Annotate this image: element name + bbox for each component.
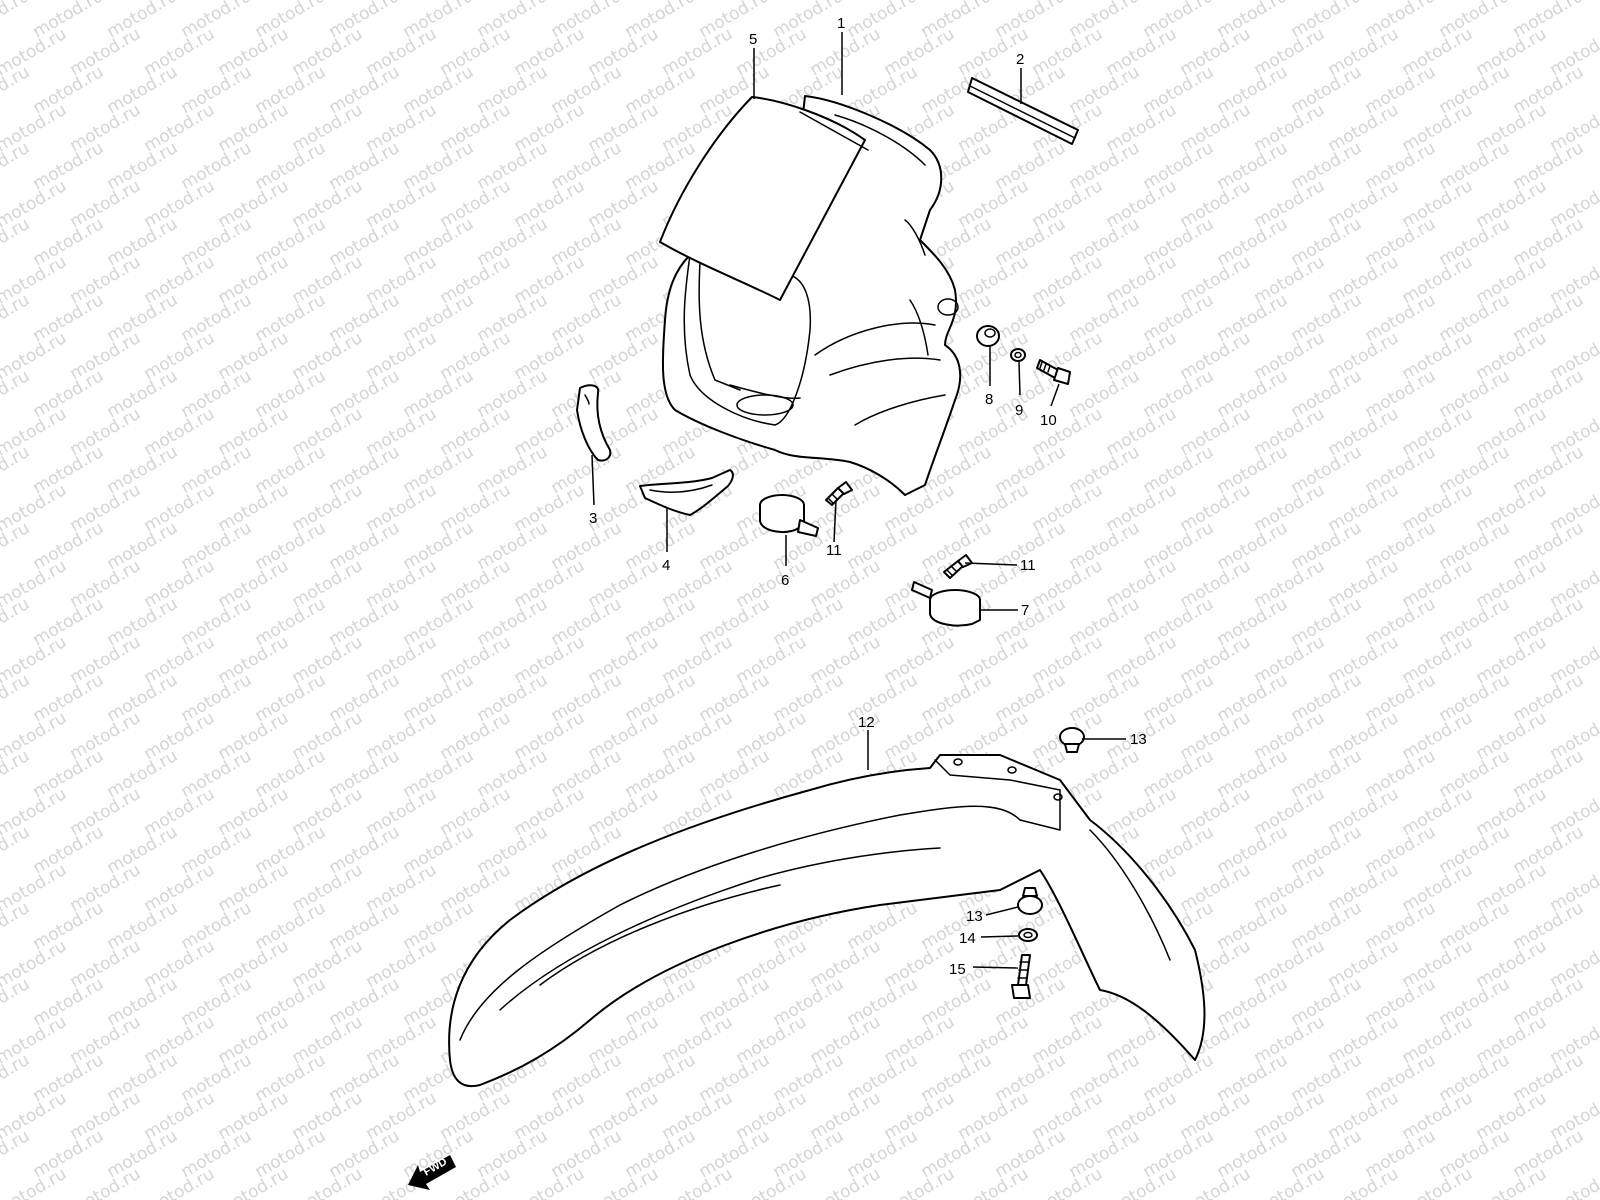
watermark-text: motod.ru xyxy=(0,0,33,42)
callout-14: 14 xyxy=(959,930,976,947)
watermark-text: motod.ru xyxy=(1547,1164,1600,1200)
callout-8: 8 xyxy=(985,391,993,408)
callout-7: 7 xyxy=(1021,602,1029,619)
callout-11-lower: 11 xyxy=(1020,557,1036,574)
callout-10: 10 xyxy=(1040,412,1057,429)
callout-6: 6 xyxy=(781,572,789,589)
callout-1: 1 xyxy=(837,15,845,32)
callout-2: 2 xyxy=(1016,51,1024,68)
callout-15: 15 xyxy=(949,961,966,978)
callout-3: 3 xyxy=(589,510,597,527)
washer xyxy=(1010,348,1026,362)
callout-12: 12 xyxy=(858,714,875,731)
washer-14 xyxy=(1018,928,1038,942)
cowl-bracket-left xyxy=(576,384,612,462)
callout-4: 4 xyxy=(662,557,670,574)
callout-13-upper: 13 xyxy=(1130,731,1147,748)
callout-5: 5 xyxy=(749,31,757,48)
grommet xyxy=(976,325,1000,347)
callout-13-lower: 13 xyxy=(966,908,983,925)
callout-9: 9 xyxy=(1015,402,1023,419)
grommet-13-lower xyxy=(1017,887,1043,915)
clamp-upper xyxy=(759,494,819,537)
callout-11-upper: 11 xyxy=(826,542,842,559)
